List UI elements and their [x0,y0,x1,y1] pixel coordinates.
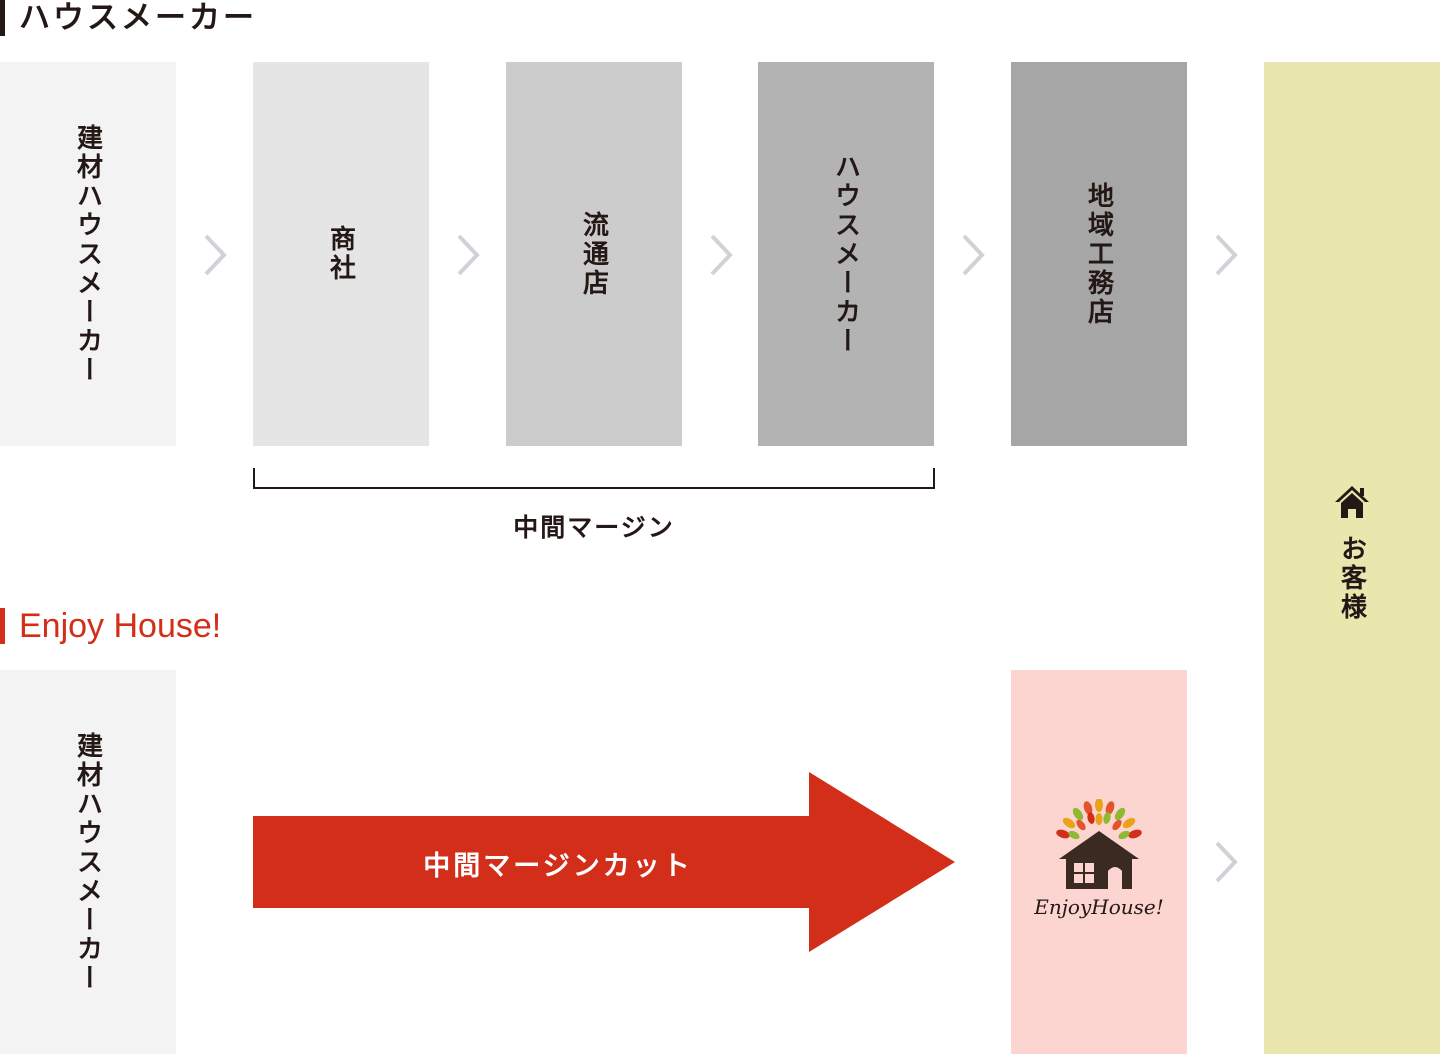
flow-box-label: 建材ハウスメーカー [72,123,103,385]
enjoy-house-logo: EnjoyHouse! [1034,799,1164,919]
chevron-right-icon [1215,841,1238,883]
chevron-right-icon [457,234,480,276]
flow-box-house-maker: ハウスメーカー [758,62,934,446]
flow-box-enjoy-house: EnjoyHouse! [1011,670,1187,1054]
margin-cut-label: 中間マージンカット [423,851,693,882]
margin-bracket [253,468,935,489]
flow-box-material-maker: 建材ハウスメーカー [0,670,176,1054]
section-heading-enjoy-house: Enjoy House! [0,608,221,644]
flow-box-label: 地域工務店 [1083,181,1114,327]
chevron-right-icon [962,234,985,276]
margin-cut-arrow [253,772,955,952]
section-heading-text: Enjoy House! [19,607,222,645]
heading-bar [0,0,5,36]
chevron-right-icon [1215,234,1238,276]
flow-box-trading-company: 商社 [253,62,429,446]
flow-box-material-maker: 建材ハウスメーカー [0,62,176,446]
flow-box-local-builder: 地域工務店 [1011,62,1187,446]
home-icon [1335,485,1369,518]
margin-label: 中間マージン [513,513,675,542]
section-heading-text: ハウスメーカー [19,0,257,36]
flow-box-label: 流通店 [578,210,609,298]
flow-box-label: 商社 [325,225,356,283]
flow-box-label: 建材ハウスメーカー [72,731,103,993]
flow-box-label: ハウスメーカー [830,152,861,356]
customer-column: お客様 [1264,62,1440,1054]
chevron-right-icon [710,234,733,276]
chevron-right-icon [204,234,227,276]
logo-text: EnjoyHouse! [1034,895,1164,919]
section-heading-house-maker: ハウスメーカー [0,0,257,36]
flow-box-distributor: 流通店 [506,62,682,446]
tree-house-logo-icon [1056,799,1142,889]
heading-bar [0,608,5,644]
customer-label: お客様 [1336,534,1367,622]
